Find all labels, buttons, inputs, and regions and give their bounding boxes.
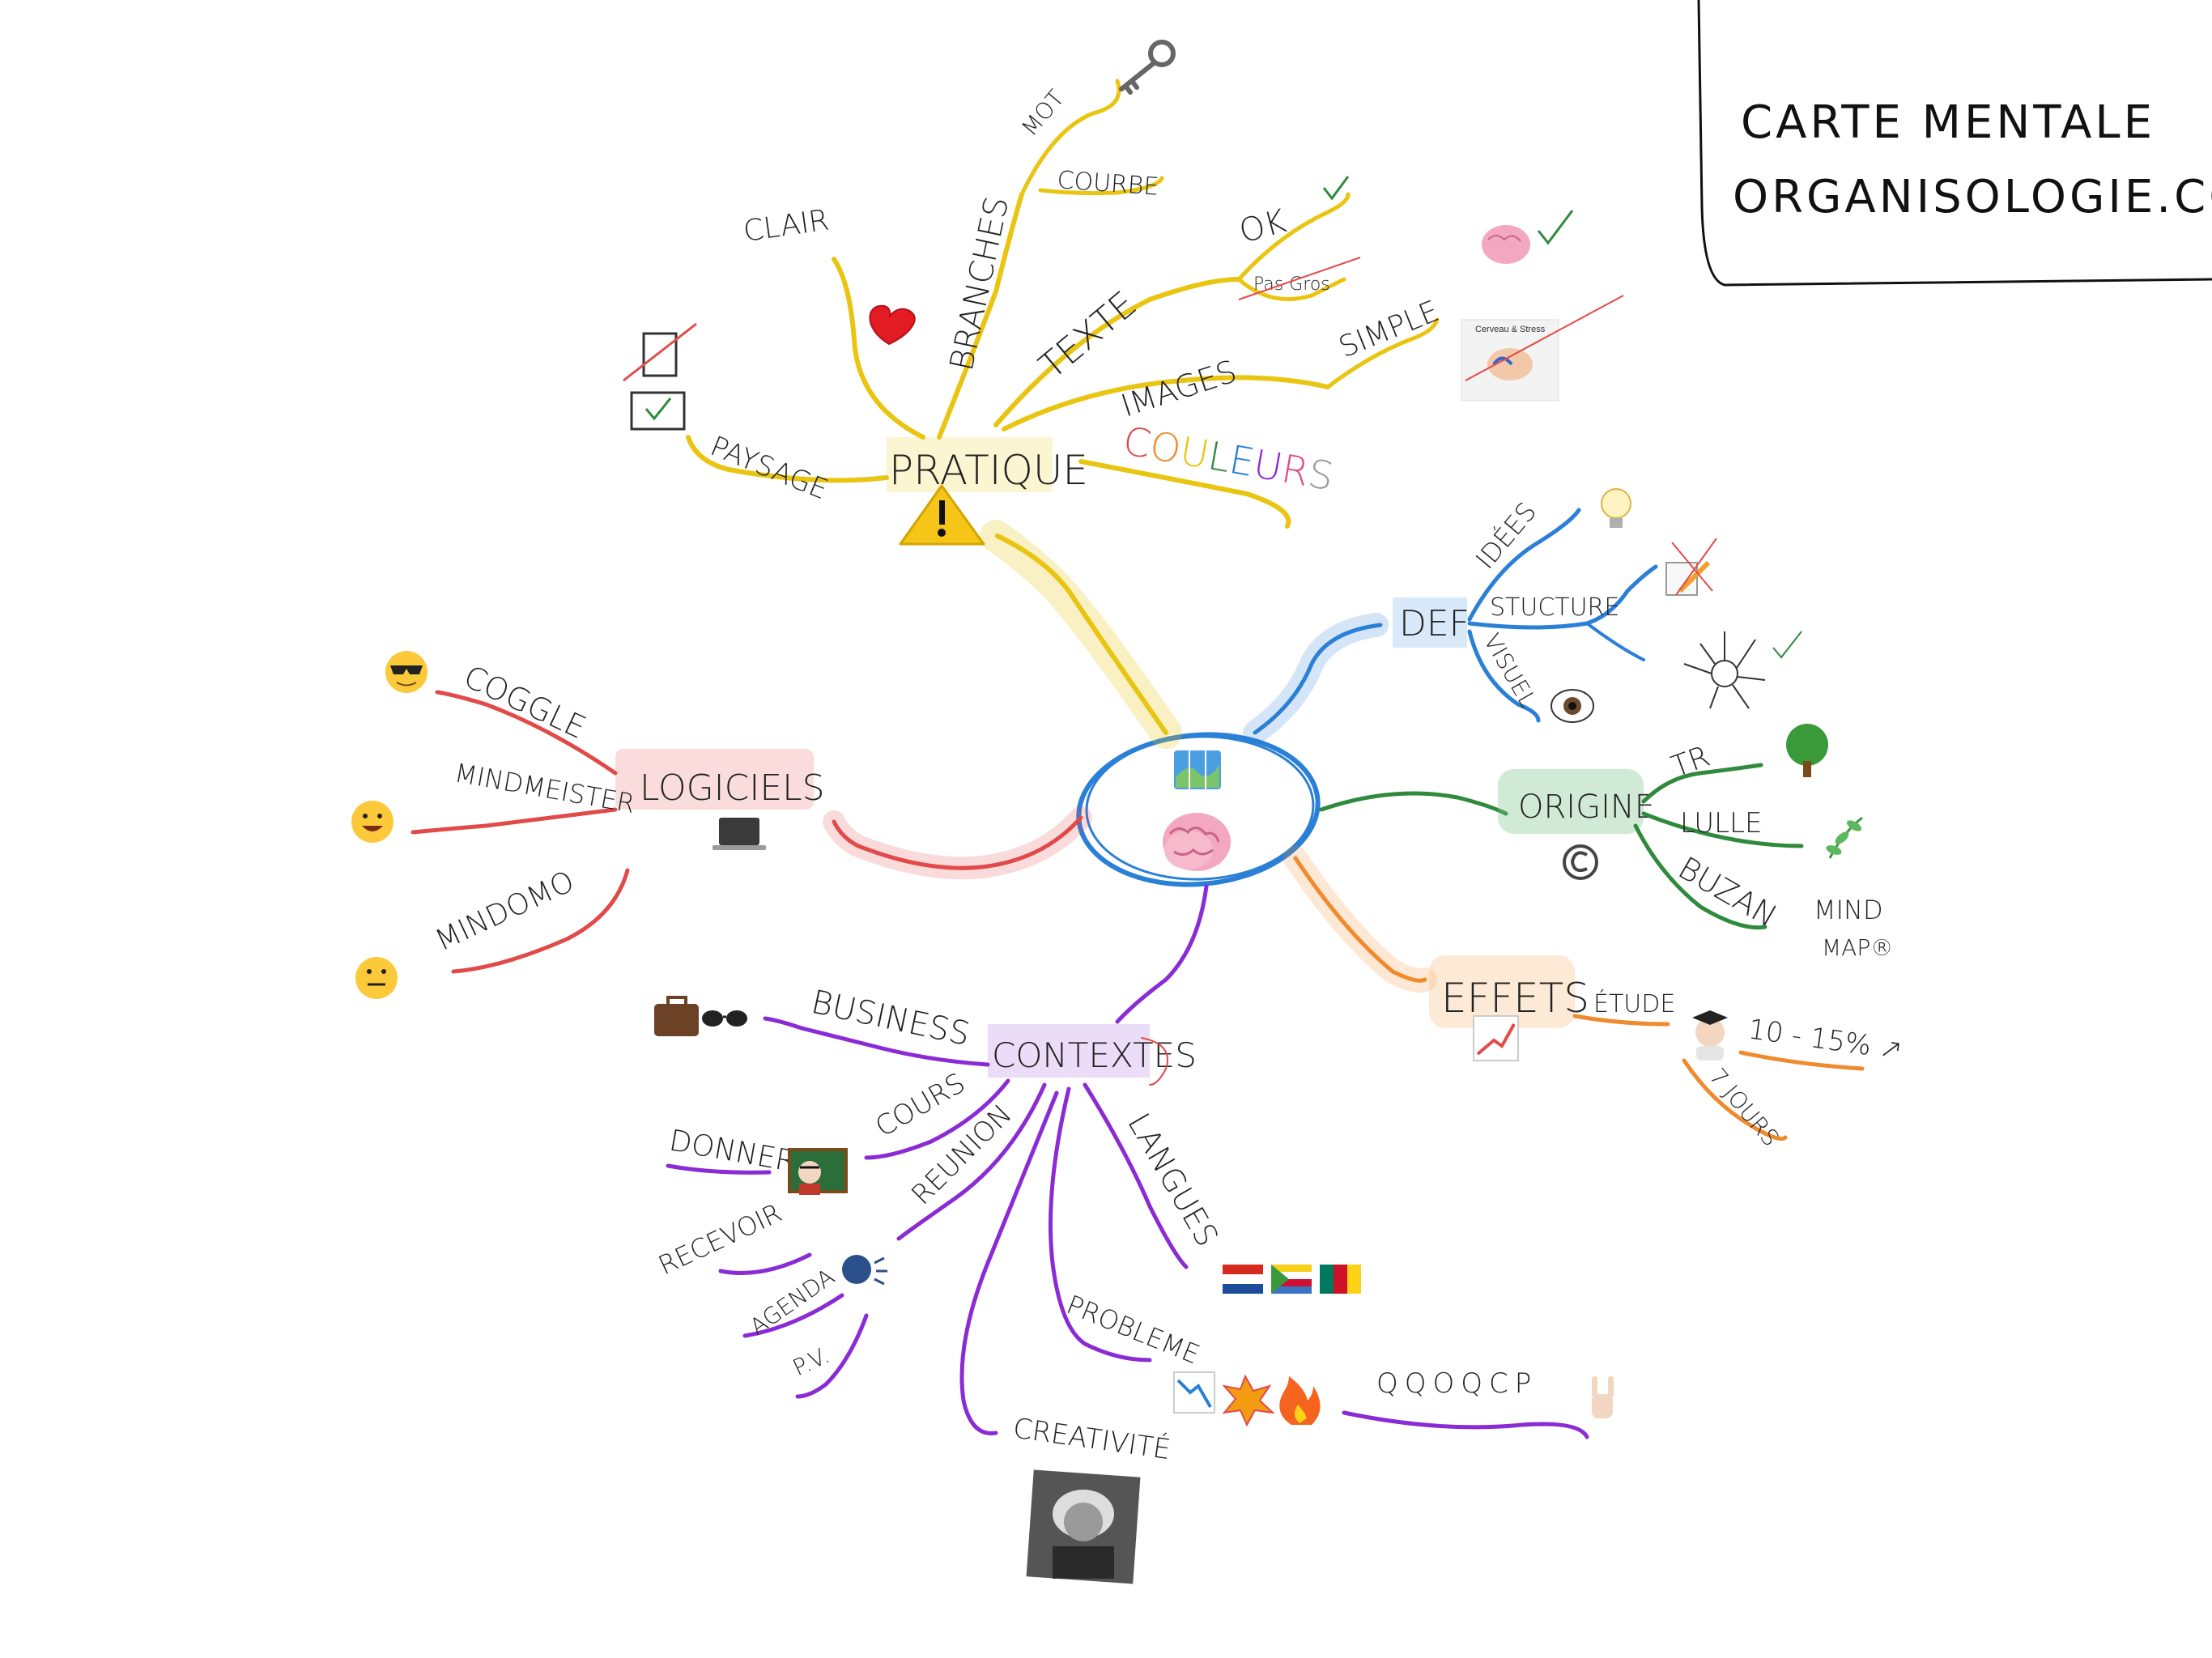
sunglasses-icon: [702, 1010, 747, 1027]
graduate-icon: [1692, 1010, 1728, 1061]
structure-label: STUCTURE: [1490, 593, 1619, 622]
unchecked-box-icon: [623, 322, 697, 382]
chart-increasing-icon: [1473, 1015, 1519, 1061]
copyright-icon: [1563, 844, 1598, 880]
chart-decreasing-icon: [1173, 1371, 1215, 1414]
herb-icon: [1826, 816, 1863, 859]
einstein-photo: [1026, 1469, 1141, 1584]
tr-label: TR: [1667, 740, 1714, 784]
notepad-pencil-icon: [1665, 538, 1717, 596]
pas-gros-label: Pas Gros: [1253, 274, 1330, 295]
creativite-label: CREATIVITÉ: [1011, 1411, 1173, 1466]
branch-logiciels: LOGICIELS COGGLE MINDMEISTER MINDOMO: [351, 651, 1092, 999]
collision-icon: [1222, 1374, 1275, 1427]
pv-label: P.V.: [789, 1341, 834, 1381]
cerveau-stress-image: Cerveau & Stress: [1461, 295, 1624, 402]
origine-highlight: [1498, 769, 1644, 834]
ok-label: OK: [1236, 202, 1291, 250]
flag-croatia-icon: [1223, 1265, 1263, 1294]
fire-icon: [1279, 1376, 1321, 1425]
branch-def: DEF IDÉES STUCTURE VISUEL: [1243, 488, 1802, 745]
grinning-face-icon: [351, 801, 393, 843]
contextes-label: CONTEXTES: [992, 1035, 1197, 1075]
etude-label: ÉTUDE: [1593, 989, 1675, 1018]
jours-label: 7 JOURS: [1704, 1063, 1784, 1151]
origine-label: ORIGINE: [1518, 789, 1655, 826]
brain-check-icon: [1482, 210, 1574, 264]
cerveau-stress-caption: Cerveau & Stress: [1475, 325, 1546, 334]
contextes-highlight: [988, 1024, 1150, 1078]
images-label: IMAGES: [1117, 353, 1240, 423]
agenda-label: AGENDA: [745, 1263, 840, 1340]
lulle-label: LULLE: [1680, 807, 1763, 840]
heart-icon: [869, 304, 916, 346]
speaking-head-icon: [842, 1255, 887, 1286]
def-highlight: [1393, 597, 1467, 648]
flag-comoros-icon: [1271, 1265, 1312, 1294]
business-label: BUSINESS: [808, 984, 973, 1053]
rock-hand-icon: [1592, 1376, 1614, 1418]
map-icon: [1174, 750, 1221, 789]
title-box: CARTE MENTALE ORGANISOLOGIE.COM: [1697, 0, 2212, 287]
effets-highlight: [1429, 955, 1575, 1028]
clair-label: CLAIR: [742, 204, 832, 249]
teacher-icon: [788, 1148, 848, 1195]
branch-pratique: PRATIQUE PAYSAGE CLAIR BRANCHES MOT: [623, 40, 1624, 749]
title-line-1: CARTE MENTALE: [1741, 96, 2155, 149]
qqoqcp-label: QQOQCP: [1376, 1367, 1538, 1400]
branches-label: BRANCHES: [943, 193, 1016, 374]
logiciels-highlight: [615, 749, 814, 810]
courbe-label: COURBE: [1056, 166, 1159, 202]
pratique-highlight: [887, 437, 1053, 492]
texte-label: TEXTE: [1032, 283, 1144, 387]
branch-origine: ORIGINE TR LULLE BUZAN MIND MAP®: [1319, 724, 1893, 961]
idees-label: IDÉES: [1470, 496, 1542, 575]
simple-label: SIMPLE: [1334, 295, 1444, 364]
brain-icon: [1163, 813, 1231, 871]
effets-label: EFFETS: [1441, 975, 1589, 1022]
logiciels-label: LOGICIELS: [640, 767, 825, 809]
eye-icon: [1551, 689, 1594, 723]
mind-map-sketch-icon: [1683, 631, 1802, 709]
warning-icon: [899, 484, 985, 546]
sunglasses-face-icon: [385, 651, 428, 693]
ok-check-icon: [1322, 176, 1350, 201]
flag-cameroon-icon: [1320, 1265, 1361, 1294]
lightbulb-icon: [1601, 488, 1631, 528]
laptop-icon: [713, 818, 766, 850]
tree-icon: [1786, 724, 1828, 777]
key-icon: [1119, 40, 1176, 95]
cours-label: COURS: [870, 1067, 971, 1144]
checked-box-icon: [630, 391, 686, 431]
briefcase-icon: [654, 996, 699, 1036]
title-line-2: ORGANISOLOGIE.COM: [1733, 171, 2212, 223]
mindmeister-label: MINDMEISTER: [453, 757, 637, 819]
map-label: MAP®: [1822, 934, 1893, 961]
pratique-label: PRATIQUE: [889, 447, 1088, 494]
def-label: DEF: [1399, 603, 1470, 644]
center-node: [1076, 732, 1321, 887]
couleurs-label: COULEURS: [1120, 419, 1337, 500]
mind-label: MIND: [1814, 895, 1883, 925]
neutral-face-icon: [355, 957, 398, 999]
